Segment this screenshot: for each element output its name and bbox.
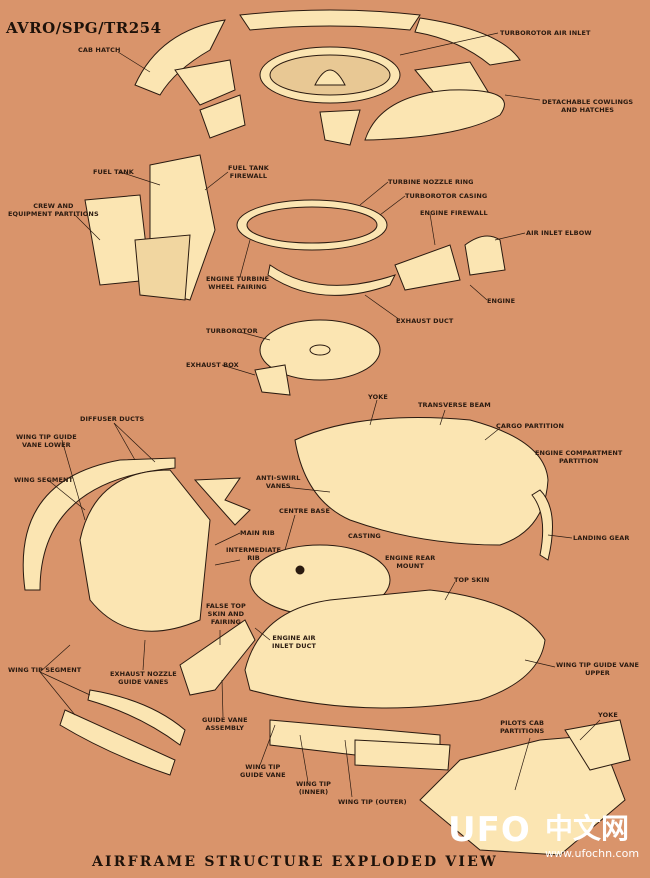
label-turborotor-air-inlet: TURBOROTOR AIR INLET (500, 29, 591, 37)
label-line: VANE LOWER (21, 441, 71, 449)
label-air-inlet-elbow: AIR INLET ELBOW (526, 229, 592, 237)
label-line: WING TIP GUIDE (16, 433, 77, 441)
label-line: ENGINE REAR (385, 554, 436, 562)
label-fuel-tank: FUEL TANK (93, 168, 134, 176)
watermark-url: www.ufochn.com (545, 847, 640, 860)
label-wing-tip-inner: WING TIP(INNER) (296, 780, 331, 796)
label-wing-tip-segment: WING TIP SEGMENT (8, 666, 82, 674)
label-line: WING TIP (296, 780, 332, 788)
label-line: VANES (265, 482, 291, 490)
label-transverse-beam: TRANSVERSE BEAM (418, 401, 491, 409)
turborotor (254, 319, 381, 396)
label-top-skin: TOP SKIN (454, 576, 490, 584)
label-line: GUIDE VANE (202, 716, 248, 724)
label-line: FIREWALL (229, 172, 268, 180)
label-line: AND HATCHES (561, 106, 615, 114)
top-skin (244, 589, 546, 771)
label-line: WHEEL FAIRING (208, 283, 267, 291)
label-line: PARTITION (558, 457, 599, 465)
label-line: WING TIP GUIDE VANE (556, 661, 640, 669)
label-line: (INNER) (298, 788, 329, 796)
label-line: INLET DUCT (272, 642, 317, 650)
label-exhaust-box: EXHAUST BOX (186, 361, 239, 369)
label-turbine-nozzle-ring: TURBINE NOZZLE RING (388, 178, 474, 186)
label-diffuser-ducts: DIFFUSER DUCTS (80, 415, 145, 423)
label-line: SKIN AND (207, 610, 245, 618)
label-main-rib: MAIN RIB (240, 529, 275, 537)
label-line: PILOTS CAB (500, 719, 545, 727)
label-line: ENGINE COMPARTMENT (535, 449, 623, 457)
label-line: ASSEMBLY (205, 724, 245, 732)
label-cargo-partition: CARGO PARTITION (496, 422, 565, 430)
engine-compartment (294, 417, 553, 561)
label-line: GUIDE VANE (240, 771, 286, 779)
label-exhaust-duct: EXHAUST DUCT (396, 317, 454, 325)
diagram-caption: AIRFRAME STRUCTURE EXPLODED VIEW (92, 854, 498, 870)
label-engine-firewall: ENGINE FIREWALL (420, 209, 488, 217)
label-wing-tip-outer: WING TIP (OUTER) (338, 798, 407, 806)
label-line: INTERMEDIATE (226, 546, 282, 554)
label-line: EQUIPMENT PARTITIONS (8, 210, 99, 218)
label-yoke-top: YOKE (368, 393, 388, 401)
label-line: ANTI-SWIRL (256, 474, 301, 482)
watermark-cn: 中文网 (545, 812, 630, 845)
label-engine: ENGINE (487, 297, 516, 305)
label-line: FUEL TANK (228, 164, 269, 172)
label-line: EXHAUST NOZZLE (110, 670, 177, 678)
label-centre-base: CENTRE BASE (279, 507, 330, 515)
label-line: RIB (247, 554, 260, 562)
label-landing-gear: LANDING GEAR (573, 534, 630, 542)
document-title: AVRO/SPG/TR254 (6, 19, 162, 37)
pilots-cab (419, 719, 631, 856)
label-line: PARTITIONS (500, 727, 545, 735)
watermark-logo: UFO (448, 810, 531, 850)
label-line: ENGINE TURBINE (206, 275, 270, 283)
label-line: UPPER (585, 669, 610, 677)
label-line: CREW AND (33, 202, 74, 210)
fuel-tank-assembly (84, 154, 216, 301)
label-line: WING TIP (245, 763, 281, 771)
label-line: DETACHABLE COWLINGS (542, 98, 634, 106)
label-casting: CASTING (348, 532, 381, 540)
label-cab-hatch: CAB HATCH (78, 46, 121, 54)
cowling-panels (134, 9, 521, 146)
label-line: MOUNT (396, 562, 424, 570)
leader-lines (39, 32, 601, 798)
label-wing-segment: WING SEGMENT (14, 476, 74, 484)
label-turborotor: TURBOROTOR (206, 327, 258, 335)
label-line: FALSE TOP (206, 602, 246, 610)
label-yoke-bottom: YOKE (598, 711, 618, 719)
label-line: ENGINE AIR (272, 634, 316, 642)
label-turborotor-casing: TURBOROTOR CASING (405, 192, 488, 200)
label-line: FAIRING (210, 618, 241, 626)
turbine-nozzle-ring (236, 199, 506, 296)
label-line: GUIDE VANES (118, 678, 169, 686)
